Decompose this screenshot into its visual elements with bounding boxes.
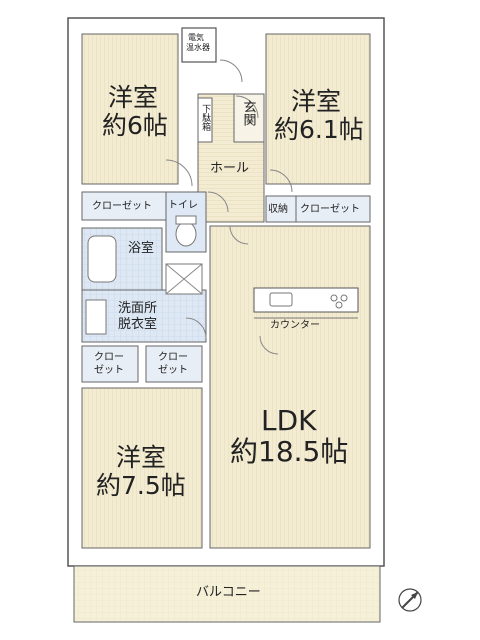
door-swing <box>269 169 293 193</box>
toilet-label: トイレ <box>168 200 198 211</box>
western-room-2-name: 洋室 <box>291 87 342 116</box>
north-arrow-icon <box>398 588 422 612</box>
western-room-2-size: 約6.1帖 <box>274 115 364 144</box>
entrance-floor <box>233 93 265 143</box>
balcony-floor <box>73 565 381 623</box>
balcony-label: バルコニー <box>196 585 261 600</box>
shoe-cabinet-box <box>197 97 213 143</box>
western-room-1-size: 約6帖 <box>102 111 168 140</box>
door-swing <box>165 159 193 187</box>
closet-small-1-line2: ゼット <box>94 365 124 376</box>
closet-room1-box <box>81 191 167 221</box>
door-swing <box>259 335 279 355</box>
door-swing <box>229 225 249 245</box>
toilet-bowl <box>175 221 197 247</box>
door-swing <box>235 95 259 119</box>
shoe-cabinet-label: 下駄箱 <box>200 104 211 131</box>
closet-small-2-line2: ゼット <box>158 365 188 376</box>
water-heater-label-line2: 温水器 <box>186 43 210 52</box>
closet-small-1-box <box>81 345 139 383</box>
washroom-label-line1: 洗面所 <box>118 301 158 316</box>
hall-label: ホール <box>210 161 250 176</box>
bathtub <box>87 235 117 283</box>
bathroom-label: 浴室 <box>128 241 155 256</box>
kitchen-sink <box>269 292 293 307</box>
closet-small-1-line1: クロー <box>94 352 124 363</box>
door-swing <box>185 317 207 339</box>
door-swing <box>219 59 243 83</box>
water-heater-label-line1: 電気 <box>188 33 204 42</box>
closet-small-2-line1: クロー <box>158 352 188 363</box>
storage-label: 収納 <box>268 204 288 215</box>
water-heater-box <box>181 27 217 63</box>
western-room-3-name: 洋室 <box>116 443 167 472</box>
closet-small-2-box <box>145 345 203 383</box>
door-swing <box>207 191 229 213</box>
western-room-1-floor <box>81 33 179 185</box>
ldk-name: LDK <box>261 404 317 437</box>
counter-label: カウンター <box>270 320 320 331</box>
closet-room1-label: クローゼット <box>92 201 152 212</box>
ldk-size: 約18.5帖 <box>230 435 349 468</box>
stove-burner-3 <box>335 301 343 309</box>
stove-burner-1 <box>330 294 338 302</box>
western-room-3-floor <box>81 387 203 549</box>
washroom-label-line2: 脱衣室 <box>118 317 158 332</box>
western-room-2-floor <box>265 33 371 185</box>
toilet-tank <box>175 215 197 225</box>
entrance-label: 玄関 <box>240 100 256 126</box>
closet-room2-label: クローゼット <box>300 204 360 215</box>
western-room-1-name: 洋室 <box>108 83 159 112</box>
ldk-floor <box>209 225 371 549</box>
stove-burner-2 <box>340 294 348 302</box>
washroom-vanity <box>85 299 107 335</box>
western-room-3-size: 約7.5帖 <box>96 471 186 500</box>
storage-box <box>265 195 297 223</box>
